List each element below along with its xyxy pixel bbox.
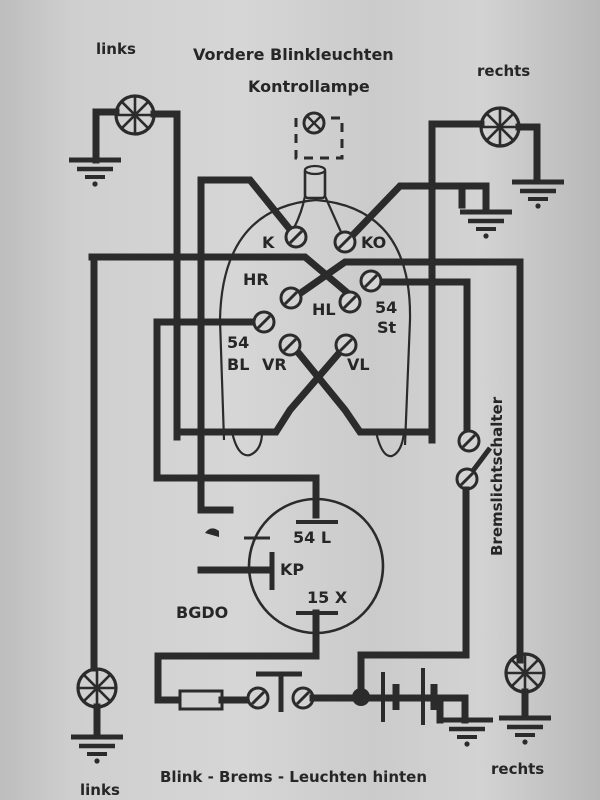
hr-wire — [290, 258, 524, 664]
battery-wire — [309, 694, 444, 724]
brake-switch-wire — [357, 486, 470, 702]
control-lamp-title: Kontrollampe — [248, 77, 370, 96]
rear-lamps-title: Blink - Brems - Leuchten hinten — [160, 768, 427, 786]
brake-switch-lever — [470, 446, 492, 474]
ko-wire — [343, 182, 466, 245]
brake-switch-upper-screw-icon — [457, 429, 481, 453]
relay-15x-label: 15 X — [307, 588, 348, 607]
front-lamps-title: Vordere Blinkleuchten — [193, 45, 394, 64]
rear-right-lamp-icon — [504, 652, 546, 694]
front-right-label: rechts — [477, 62, 530, 80]
terminal-vr-label: VR — [262, 355, 287, 374]
relay-kp-label: KP — [280, 560, 304, 579]
kp-feed-wire — [197, 176, 234, 514]
terminal-k-label: K — [262, 233, 275, 252]
st-wire — [376, 278, 471, 434]
terminal-ko-label: KO — [361, 233, 386, 252]
ignition-left-screw-icon — [246, 686, 270, 710]
terminal-k-screw-icon — [284, 225, 308, 249]
front-left-feed-wire — [150, 110, 181, 441]
terminal-vl-screw-icon — [334, 333, 358, 357]
relay-15x-wire — [154, 609, 320, 704]
rear-right-ground-icon — [499, 718, 551, 745]
terminal-vl-label: VL — [347, 355, 370, 374]
terminal-bl-number: 54 — [227, 333, 249, 352]
terminal-hr-screw-icon — [279, 286, 303, 310]
k-wire — [197, 176, 297, 237]
junction-node — [352, 688, 370, 706]
vl-wire — [173, 340, 351, 436]
front-right-feed-wire — [428, 120, 485, 444]
front-left-ground-icon — [69, 160, 121, 187]
rear-right-label: rechts — [491, 760, 544, 778]
relay-54l-label: 54 L — [293, 528, 331, 547]
battery-ground-wire — [436, 694, 469, 724]
battery-ground-icon — [441, 720, 493, 747]
front-left-ground-wire — [92, 108, 120, 164]
rear-left-ground-icon — [71, 737, 123, 764]
terminal-vr-screw-icon — [278, 333, 302, 357]
front-left-label: links — [96, 40, 136, 58]
control-lamp-lead-k — [293, 195, 307, 229]
relay-name-label: BGDO — [176, 603, 228, 622]
terminal-bl-screw-icon — [252, 310, 276, 334]
terminal-st-number: 54 — [375, 298, 397, 317]
terminal-st-screw-icon — [359, 269, 383, 293]
terminal-hr-label: HR — [243, 270, 269, 289]
front-right-lamp-icon — [479, 106, 521, 148]
front-right-ground-wire — [515, 123, 541, 184]
rear-left-lamp-icon — [76, 667, 118, 709]
right-loop — [374, 431, 406, 458]
fuse-icon — [178, 689, 224, 711]
brake-switch-label: Bremslichtschalter — [488, 396, 506, 556]
control-lamp-lead-ko — [323, 195, 343, 233]
front-right-ground-icon — [512, 182, 564, 209]
terminal-hl-label: HL — [312, 300, 336, 319]
hl-wire — [88, 253, 355, 300]
ko-ground-wire — [458, 182, 490, 214]
front-left-lamp-icon — [114, 94, 156, 136]
terminal-bl-label: BL — [227, 355, 249, 374]
relay-drip-mark — [205, 528, 219, 537]
terminal-ko-screw-icon — [333, 230, 357, 254]
switch-housing — [218, 198, 412, 446]
terminal-st-label: St — [377, 318, 397, 337]
rear-left-label: links — [80, 781, 120, 799]
left-loop — [230, 431, 264, 457]
ko-ground-icon — [460, 212, 512, 239]
control-lamp-icon — [294, 111, 344, 200]
bl-wire — [153, 318, 320, 519]
terminal-hl-screw-icon — [338, 290, 362, 314]
